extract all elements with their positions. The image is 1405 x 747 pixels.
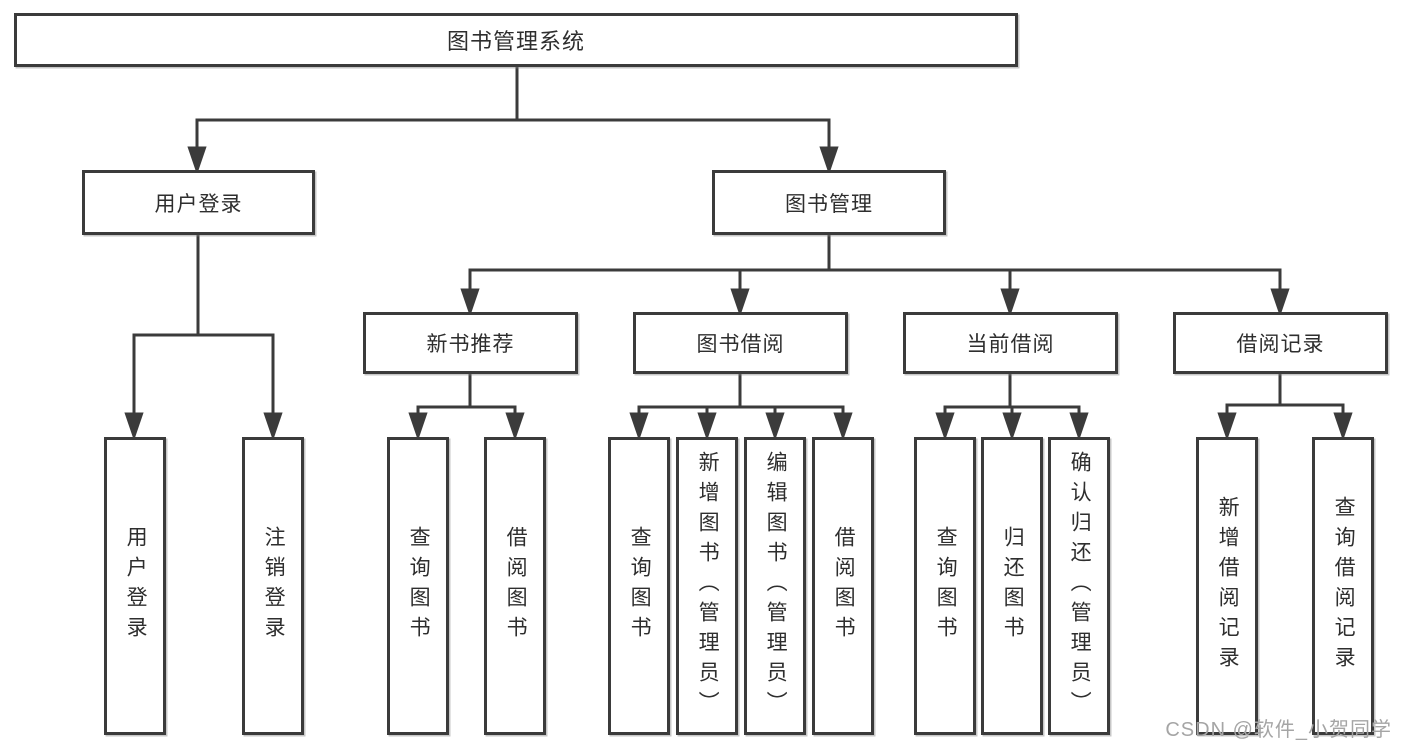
connector-new-book-branch <box>408 374 525 441</box>
node-label: 新增图书（管理员） <box>696 451 720 721</box>
node-current-borrowing: 当前借阅 <box>903 312 1118 374</box>
leaf-borrow-books-recommend: 借阅图书 <box>484 437 546 735</box>
node-label: 编辑图书（管理员） <box>764 451 788 721</box>
leaf-query-books-borrowing: 查询图书 <box>608 437 670 735</box>
watermark: CSDN @软件_小贺同学 <box>1165 719 1392 741</box>
node-label: 当前借阅 <box>966 333 1055 356</box>
node-label: 查询图书 <box>407 526 431 646</box>
connector-book-management-branch <box>460 234 1290 317</box>
node-label: 新增借阅记录 <box>1216 496 1240 676</box>
leaf-confirm-return-admin: 确认归还（管理员） <box>1048 437 1110 735</box>
connector-borrowing-records-branch <box>1217 374 1353 441</box>
node-new-book-recommendation: 新书推荐 <box>363 312 578 374</box>
node-borrowing-records: 借阅记录 <box>1173 312 1388 374</box>
leaf-edit-book-admin: 编辑图书（管理员） <box>744 437 806 735</box>
node-label: 借阅图书 <box>832 526 856 646</box>
leaf-add-book-admin: 新增图书（管理员） <box>676 437 738 735</box>
node-label: 确认归还（管理员） <box>1068 451 1092 721</box>
node-library-system: 图书管理系统 <box>14 13 1018 67</box>
node-label: 归还图书 <box>1001 526 1025 646</box>
node-label: 用户登录 <box>154 192 243 216</box>
node-label: 新书推荐 <box>426 333 515 356</box>
node-label: 查询图书 <box>628 526 652 646</box>
connector-root-to-level2 <box>187 66 839 175</box>
leaf-user-login: 用户登录 <box>104 437 166 735</box>
leaf-query-books-current: 查询图书 <box>914 437 976 735</box>
node-book-borrowing: 图书借阅 <box>633 312 848 374</box>
node-label: 查询图书 <box>934 526 958 646</box>
node-label: 用户登录 <box>124 526 148 646</box>
leaf-logout: 注销登录 <box>242 437 304 735</box>
node-label: 图书借阅 <box>696 333 785 356</box>
leaf-return-book: 归还图书 <box>981 437 1043 735</box>
leaf-query-books-recommend: 查询图书 <box>387 437 449 735</box>
leaf-borrow-books-borrowing: 借阅图书 <box>812 437 874 735</box>
leaf-add-borrowing-record: 新增借阅记录 <box>1196 437 1258 735</box>
node-user-login-branch: 用户登录 <box>82 170 315 235</box>
node-book-management: 图书管理 <box>712 170 946 235</box>
node-label: 注销登录 <box>262 526 286 646</box>
node-label: 借阅记录 <box>1236 333 1325 356</box>
node-label: 图书管理系统 <box>446 29 585 54</box>
node-label: 借阅图书 <box>504 526 528 646</box>
connector-current-borrowing-branch <box>935 374 1089 441</box>
node-label: 查询借阅记录 <box>1332 496 1356 676</box>
leaf-query-borrowing-record: 查询借阅记录 <box>1312 437 1374 735</box>
connector-user-login-branch <box>124 234 283 441</box>
connector-book-borrowing-branch <box>629 374 853 441</box>
node-label: 图书管理 <box>785 192 873 216</box>
